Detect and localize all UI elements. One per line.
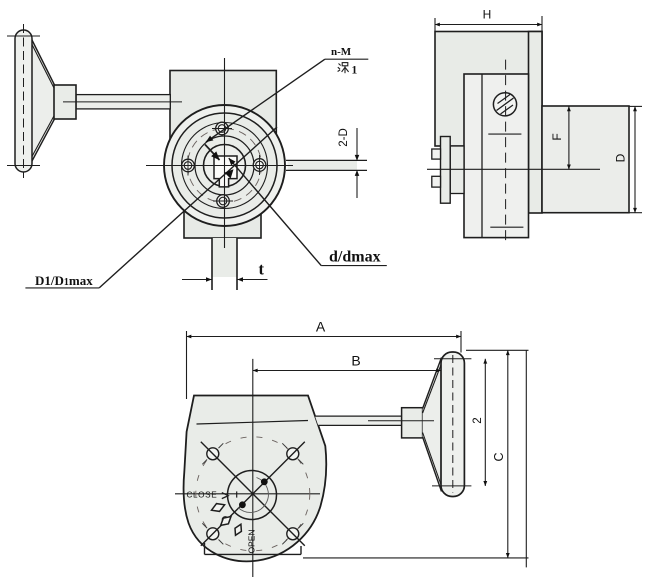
svg-text:2-D: 2-D [338,128,350,147]
svg-text:1: 1 [352,65,358,77]
svg-text:D1/D1max: D1/D1max [35,273,93,288]
svg-text:t: t [259,260,265,279]
svg-text:OPEN: OPEN [247,529,257,553]
svg-text:A: A [316,319,326,335]
svg-text:F: F [550,133,564,140]
svg-text:d/dmax: d/dmax [329,249,381,266]
svg-text:H: H [483,8,492,22]
svg-text:CLOSE: CLOSE [187,491,218,500]
svg-text:2: 2 [472,417,484,423]
svg-text:D: D [614,153,628,162]
svg-text:B: B [351,353,360,369]
svg-text:n-M: n-M [331,46,352,58]
svg-text:C: C [492,452,506,461]
